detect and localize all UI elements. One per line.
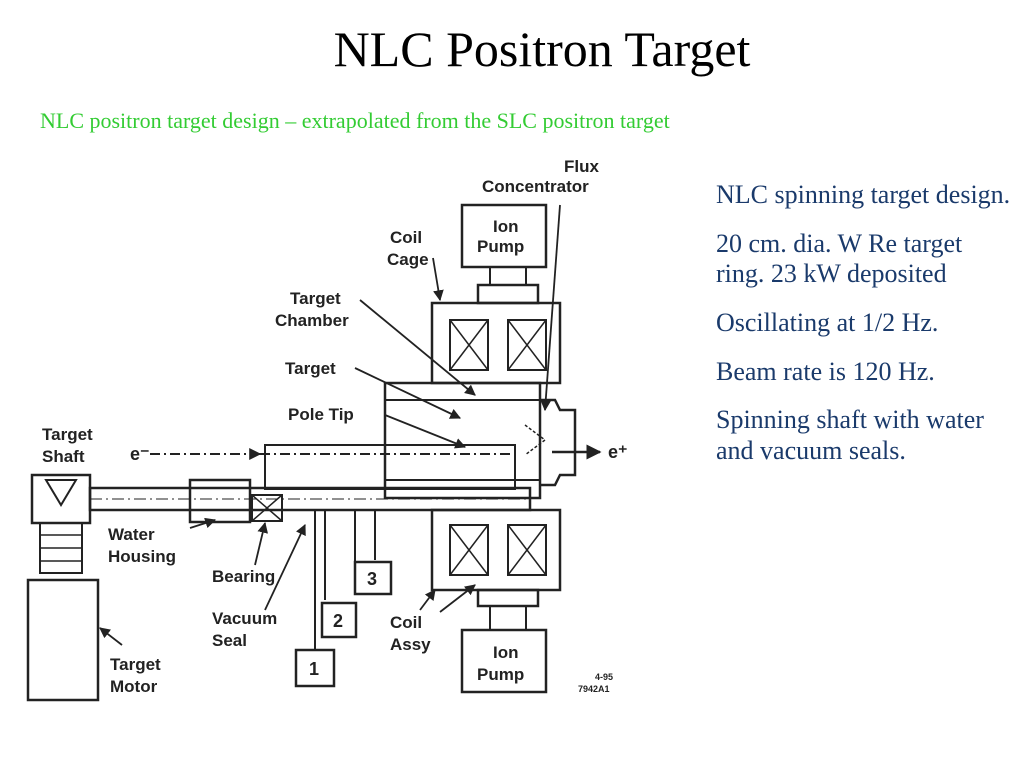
water-housing	[188, 478, 252, 524]
flux-concentrator-label: Concentrator	[482, 177, 589, 196]
electron-label: e⁻	[130, 444, 150, 464]
positron-label: e⁺	[608, 442, 628, 462]
flux-concentrator-label: Flux	[564, 157, 599, 176]
flux-concentrator	[524, 398, 577, 487]
bearing	[251, 494, 283, 522]
target-shaft-label: Target	[42, 425, 93, 444]
bullet-item: 20 cm. dia. W Re target ring. 23 kW depo…	[716, 228, 963, 289]
target-motor-label: Target	[110, 655, 161, 674]
upper-coil	[430, 301, 562, 385]
ion-pump-bottom	[460, 588, 548, 694]
box-3-label: 3	[367, 569, 377, 589]
figure-ref-label: 4-95	[595, 672, 613, 682]
water-housing-label: Housing	[108, 547, 176, 566]
bullet-item: Spinning shaft with water and vacuum sea…	[716, 405, 984, 466]
target-chamber	[383, 381, 542, 500]
target-chamber-label: Chamber	[275, 311, 349, 330]
box-3	[353, 560, 393, 596]
bullet-item: Oscillating at 1/2 Hz.	[716, 308, 939, 338]
coil-cage-label: Cage	[387, 250, 429, 269]
target-motor-label: Motor	[110, 677, 158, 696]
coil-cage-label: Coil	[390, 228, 422, 247]
shaft-coupling	[30, 473, 92, 574]
target-label: Target	[285, 359, 336, 378]
figure-ref-label: 7942A1	[578, 684, 610, 694]
target-motor	[26, 578, 100, 702]
target-chamber-label: Target	[290, 289, 341, 308]
ion-pump-top-label: Pump	[477, 237, 524, 256]
water-housing-label: Water	[108, 525, 155, 544]
ion-pump-top-label: Ion	[493, 217, 519, 236]
bullet-item: Beam rate is 120 Hz.	[716, 356, 935, 386]
coil-assy-label: Assy	[390, 635, 431, 654]
box-2	[320, 601, 358, 639]
ion-pump-bottom-label: Pump	[477, 665, 524, 684]
pole-tip-label: Pole Tip	[288, 405, 354, 424]
lower-coil	[430, 508, 562, 592]
coil-assy-label: Coil	[390, 613, 422, 632]
numbered-feeds	[314, 510, 376, 650]
bullet-item: NLC spinning target design.	[716, 180, 1011, 209]
box-1	[294, 648, 336, 688]
slide-subtitle: NLC positron target design – extrapolate…	[40, 108, 670, 133]
box-1-label: 1	[309, 659, 319, 679]
vacuum-seal-label: Seal	[212, 631, 247, 650]
slide-title: NLC Positron Target	[333, 21, 751, 77]
bullet-list: NLC spinning target design. 20 cm. dia. …	[716, 180, 1016, 485]
target-shaft-label: Shaft	[42, 447, 85, 466]
ion-pump-bottom-label: Ion	[493, 643, 519, 662]
box-2-label: 2	[333, 611, 343, 631]
bearing-label: Bearing	[212, 567, 275, 586]
leader-lines	[99, 204, 561, 646]
positron-target-diagram: Flux Concentrator Ion Pump Coil Cage Tar…	[26, 157, 628, 702]
vacuum-seal-label: Vacuum	[212, 609, 277, 628]
